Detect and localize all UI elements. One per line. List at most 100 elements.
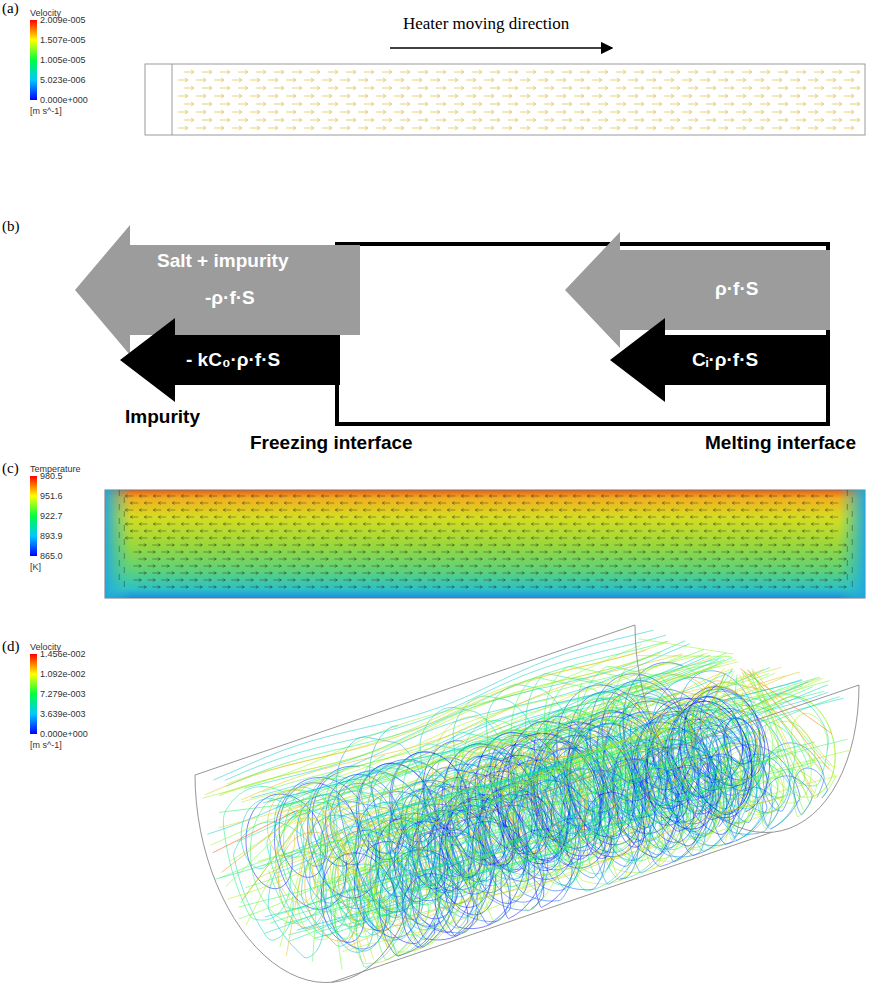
vector-arrow <box>698 544 706 547</box>
vector-arrow <box>320 544 328 547</box>
vector-arrow <box>310 102 320 106</box>
vector-arrow <box>394 94 404 98</box>
vector-arrow <box>700 126 710 130</box>
vector-arrow <box>508 502 516 505</box>
vector-arrow <box>278 544 286 547</box>
vector-arrow <box>564 502 572 505</box>
vector-arrow <box>382 70 392 74</box>
vector-arrow <box>587 495 595 498</box>
vector-arrow <box>643 495 651 498</box>
vector-arrow <box>153 537 161 540</box>
vector-arrow <box>250 110 260 114</box>
vector-arrow <box>124 525 125 531</box>
vector-arrow <box>598 86 608 90</box>
vector-arrow <box>391 495 399 498</box>
vector-arrow <box>320 572 328 575</box>
vector-arrow <box>483 551 491 554</box>
vector-arrow <box>167 523 175 526</box>
vector-arrow <box>322 94 332 98</box>
vector-arrow <box>671 523 679 526</box>
vector-arrow <box>600 558 608 561</box>
vector-arrow <box>550 502 558 505</box>
vector-arrow <box>562 118 572 122</box>
vector-arrow <box>167 509 175 512</box>
streamline <box>313 736 754 883</box>
vector-arrow <box>214 502 222 505</box>
vector-arrow <box>556 94 566 98</box>
vector-arrow <box>286 94 296 98</box>
vector-arrow <box>194 558 202 561</box>
vector-arrow <box>238 86 248 90</box>
streamline <box>245 730 683 887</box>
vector-arrow <box>399 579 407 582</box>
vector-arrow <box>838 586 846 589</box>
vector-arrow <box>433 495 441 498</box>
vector-arrow <box>782 558 790 561</box>
vector-arrow <box>847 546 848 552</box>
vector-arrow <box>125 523 133 526</box>
streamline <box>316 788 757 933</box>
vector-arrow <box>292 544 300 547</box>
vector-arrow <box>628 78 638 82</box>
vector-arrow <box>670 558 678 561</box>
vector-arrow <box>452 530 460 533</box>
vector-arrow <box>670 86 680 90</box>
vector-arrow <box>412 126 422 130</box>
vector-arrow <box>228 530 236 533</box>
vector-arrow <box>354 530 362 533</box>
streamline <box>651 668 725 742</box>
vector-arrow <box>119 546 120 552</box>
vector-arrow <box>522 516 530 519</box>
vector-arrow <box>340 126 350 130</box>
vector-arrow <box>665 551 673 554</box>
vector-arrow <box>433 537 441 540</box>
vector-arrow <box>805 579 813 582</box>
vector-arrow <box>833 565 841 568</box>
vector-arrow <box>448 110 458 114</box>
vector-arrow <box>511 551 519 554</box>
vector-arrow <box>427 551 435 554</box>
streamline <box>213 810 298 853</box>
streamline <box>323 738 762 891</box>
vector-arrow <box>469 579 477 582</box>
vector-arrow <box>237 509 245 512</box>
vector-arrow <box>682 110 692 114</box>
vector-arrow <box>306 558 314 561</box>
vector-arrow <box>349 509 357 512</box>
vector-arrow <box>412 110 422 114</box>
vector-arrow <box>531 537 539 540</box>
vector-arrow <box>778 102 788 106</box>
vector-arrow <box>270 530 278 533</box>
vector-arrow <box>824 586 832 589</box>
vector-arrow <box>796 586 804 589</box>
interface-label: Melting interface <box>705 432 856 454</box>
vector-arrow <box>656 558 664 561</box>
vector-arrow <box>826 126 836 130</box>
vector-arrow <box>250 78 260 82</box>
streamline <box>739 673 743 821</box>
vector-arrow <box>736 94 746 98</box>
vector-arrow <box>396 502 404 505</box>
vector-arrow <box>166 586 174 589</box>
vector-arrow <box>825 495 833 498</box>
vector-arrow <box>656 586 664 589</box>
vector-arrow <box>754 126 764 130</box>
panel-letter: (a) <box>2 0 19 17</box>
vector-arrow <box>531 495 539 498</box>
vector-arrow <box>400 102 410 106</box>
velocity-vectors <box>178 70 860 130</box>
vector-arrow <box>580 102 590 106</box>
vector-arrow <box>363 509 371 512</box>
vector-arrow <box>508 86 518 90</box>
vector-arrow <box>558 558 566 561</box>
vector-arrow <box>768 558 776 561</box>
vector-arrow <box>755 523 763 526</box>
vector-arrow <box>564 530 572 533</box>
vector-arrow <box>382 118 392 122</box>
vector-arrow <box>340 78 350 82</box>
vector-arrow <box>808 94 818 98</box>
arrow-polygon <box>565 232 830 348</box>
vector-arrow <box>592 110 602 114</box>
vector-arrow <box>721 579 729 582</box>
vector-arrow <box>544 586 552 589</box>
